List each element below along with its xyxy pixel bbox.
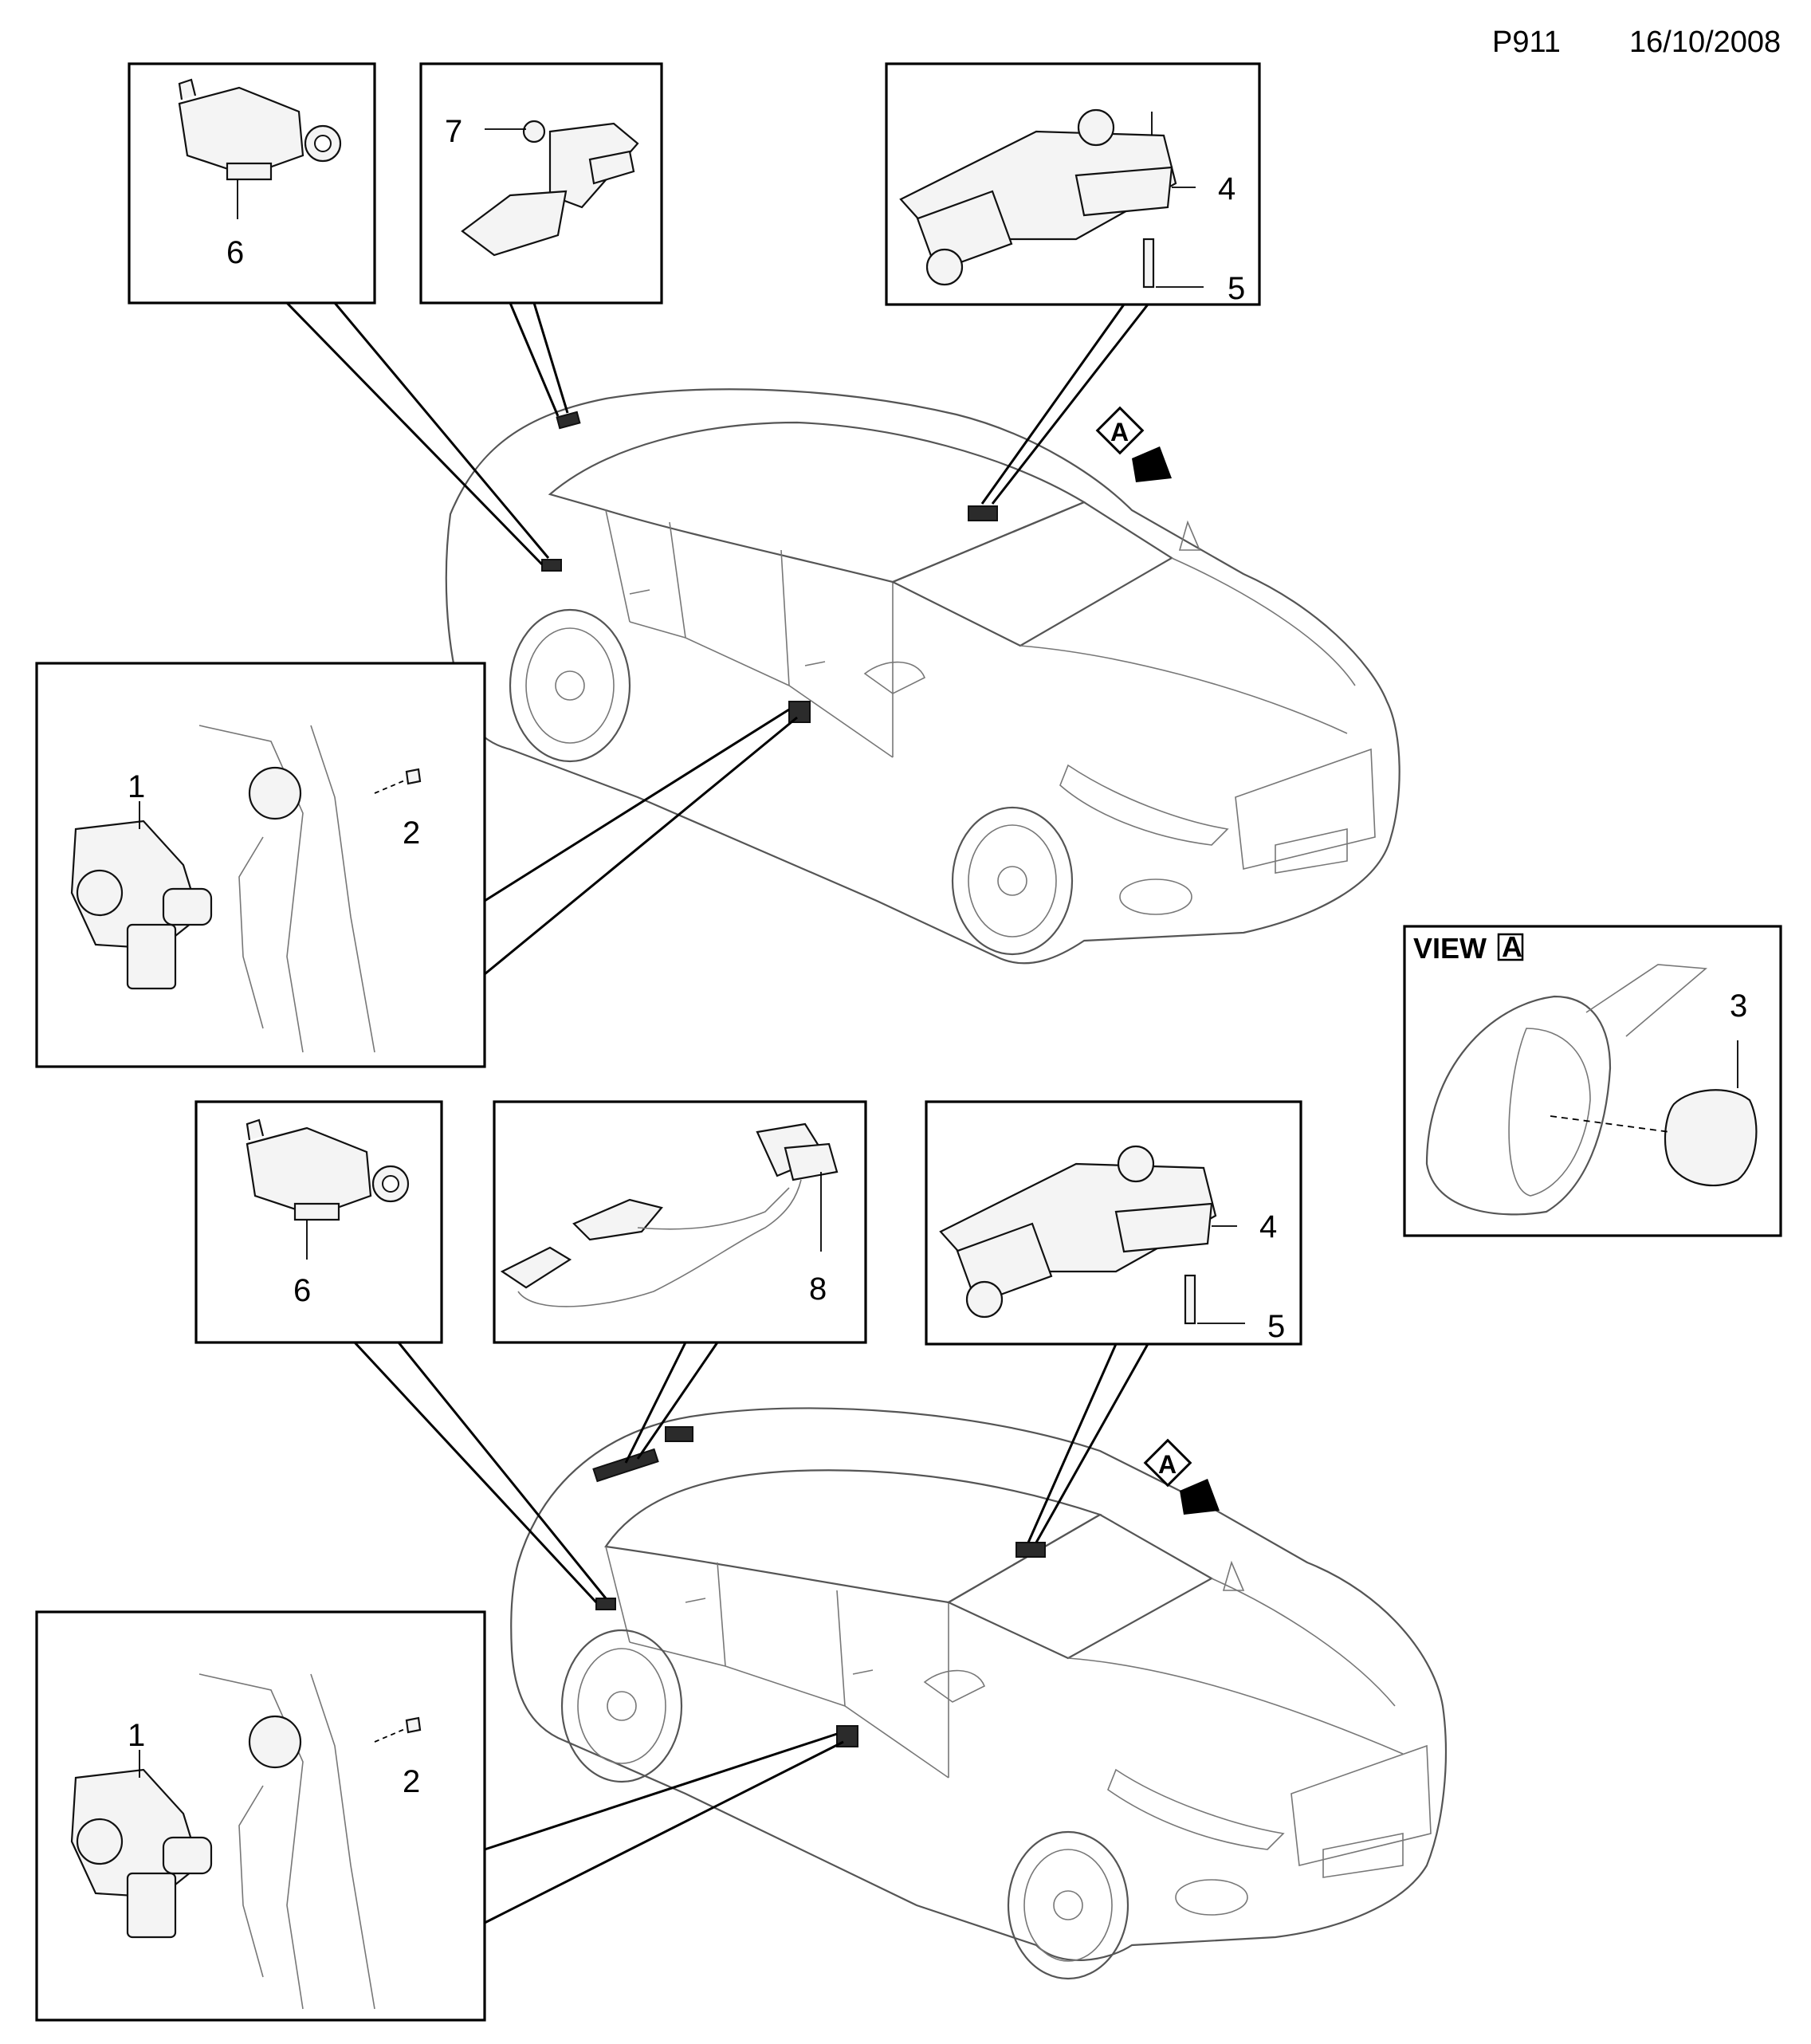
page-code: P911 <box>1492 26 1561 59</box>
detail-frame-part-6-top: 6 <box>128 62 376 305</box>
callout-1-bottom: 1 <box>128 1718 145 1753</box>
view-a-detail-box: VIEW A 3 <box>1403 925 1782 1237</box>
view-a-label-letter: A <box>1502 930 1522 963</box>
detail-frame-part-4-5-top: 4 5 <box>885 62 1261 306</box>
sedan-car-drawing <box>445 388 1400 965</box>
wagon-part-markers <box>592 1426 1046 1747</box>
callout-6-top: 6 <box>226 235 244 270</box>
view-a-arrow-letter: A <box>1110 418 1129 446</box>
view-a-arrow-upper: A <box>1095 406 1172 482</box>
detail-frame-part-4-5-bottom: 4 5 <box>925 1100 1302 1346</box>
callout-5-top: 5 <box>1228 271 1245 306</box>
detail-frame-part-1-2-bottom: 1 2 <box>35 1610 486 2022</box>
callout-4-bottom: 4 <box>1259 1209 1277 1244</box>
sedan-leader-lines <box>285 301 1149 976</box>
detail-frame-part-7: 7 <box>419 62 663 305</box>
callout-2-bottom: 2 <box>403 1764 420 1799</box>
callout-8: 8 <box>809 1272 827 1307</box>
callout-5-bottom: 5 <box>1267 1309 1285 1344</box>
sedan-part-markers <box>541 411 998 723</box>
detail-frame-part-6-bottom: 6 <box>194 1100 443 1344</box>
callout-4-top: 4 <box>1218 171 1235 206</box>
view-a-arrow-lower: A <box>1143 1438 1220 1515</box>
wagon-car-drawing <box>510 1407 1448 1980</box>
wagon-leader-lines <box>353 1341 1149 1924</box>
callout-6-bottom: 6 <box>293 1273 311 1308</box>
callout-1-top: 1 <box>128 769 145 804</box>
callout-3: 3 <box>1730 989 1747 1024</box>
page-date: 16/10/2008 <box>1629 26 1782 59</box>
detail-frame-part-1-2-top: 1 2 <box>35 662 486 1068</box>
detail-frame-part-8: 8 <box>493 1100 867 1344</box>
callout-7: 7 <box>445 114 462 149</box>
view-a-label: VIEW <box>1413 932 1487 965</box>
view-a-arrow-letter-lower: A <box>1158 1450 1177 1479</box>
callout-2-top: 2 <box>403 816 420 851</box>
